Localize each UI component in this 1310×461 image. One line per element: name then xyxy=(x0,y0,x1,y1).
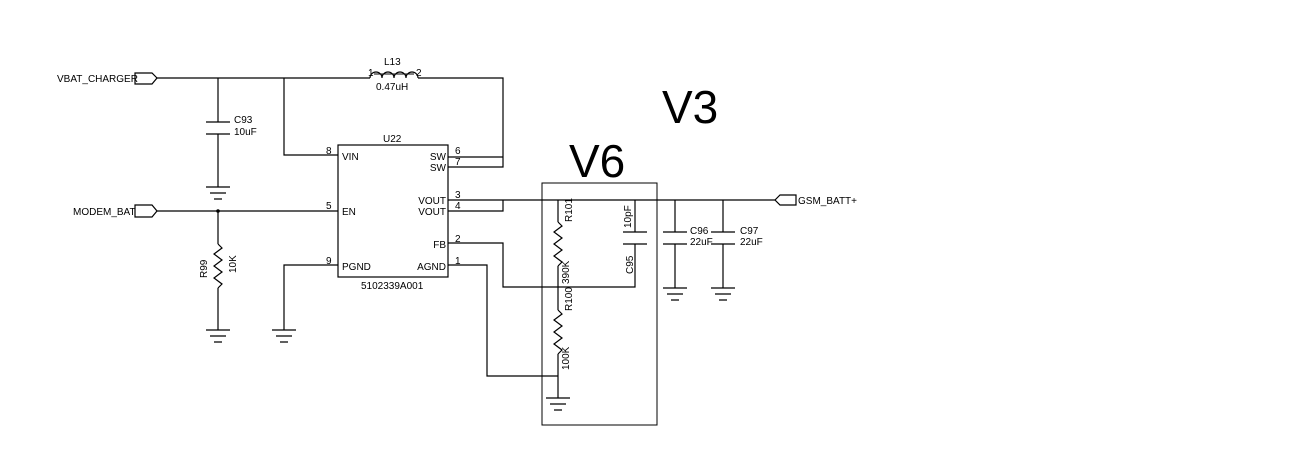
pin-name-fb: FB xyxy=(433,240,446,251)
annotation-v3: V3 xyxy=(662,81,718,133)
ground-symbol-c97 xyxy=(711,287,735,301)
c96-value: 22uF xyxy=(690,237,713,248)
wire-l13-to-sw xyxy=(418,77,504,157)
pin-name-sw6: SW xyxy=(430,152,447,163)
pin-num-vin: 8 xyxy=(326,146,332,157)
wire-sw-pins xyxy=(448,156,504,168)
pin-num-agnd: 1 xyxy=(455,256,461,267)
r99-ref: R99 xyxy=(199,259,210,278)
c93-ref: C93 xyxy=(234,115,253,126)
wire-pgnd xyxy=(283,264,338,330)
resistor-r101: R101 390K xyxy=(553,198,575,284)
ground-symbol-divider xyxy=(546,397,570,411)
capacitor-c95: 10pF C95 xyxy=(623,205,647,274)
wire-agnd xyxy=(448,264,558,377)
pin-num-sw7: 7 xyxy=(455,157,461,168)
c93-value: 10uF xyxy=(234,127,257,138)
r100-ref: R100 xyxy=(564,287,575,311)
pin-num-fb: 2 xyxy=(455,234,461,245)
resistor-r100: R100 100K xyxy=(553,287,575,370)
pin-name-sw7: SW xyxy=(430,163,447,174)
capacitor-c96: C96 22uF xyxy=(663,226,713,248)
c97-ref: C97 xyxy=(740,226,759,237)
u22-ref: U22 xyxy=(383,134,402,145)
net-label-modem-bat: MODEM_BAT xyxy=(73,207,136,218)
pin-name-pgnd: PGND xyxy=(342,262,371,273)
c95-ref: C95 xyxy=(625,255,636,274)
l13-pin2: 2 xyxy=(416,68,422,79)
pin-num-pgnd: 9 xyxy=(326,256,332,267)
pin-name-agnd: AGND xyxy=(417,262,446,273)
pin-num-vout3: 3 xyxy=(455,190,461,201)
ground-symbol-r99 xyxy=(206,329,230,343)
pin-name-vin: VIN xyxy=(342,152,359,163)
pin-name-en: EN xyxy=(342,207,356,218)
r101-ref: R101 xyxy=(564,198,575,222)
net-port-modem-bat: MODEM_BAT xyxy=(73,204,158,218)
capacitor-c93: C93 10uF xyxy=(206,115,257,138)
l13-ref: L13 xyxy=(384,57,401,68)
c95-value: 10pF xyxy=(623,205,634,228)
l13-value: 0.47uH xyxy=(376,82,408,93)
ground-symbol-pgnd xyxy=(272,329,296,343)
v6-highlight-box xyxy=(541,182,658,426)
resistor-r99: R99 10K xyxy=(199,243,239,289)
net-label-gsm-batt: GSM_BATT+ xyxy=(798,196,857,207)
r99-value: 10K xyxy=(228,255,239,273)
wire-fb xyxy=(448,242,636,288)
capacitor-c97: C97 22uF xyxy=(711,226,763,248)
c97-value: 22uF xyxy=(740,237,763,248)
l13-pin1: 1 xyxy=(368,68,374,79)
r101-value: 390K xyxy=(561,260,572,284)
net-port-gsm-batt: GSM_BATT+ xyxy=(774,194,857,207)
wire-vout xyxy=(448,199,775,212)
ground-symbol-c93 xyxy=(206,186,230,200)
u22-part: 5102339A001 xyxy=(361,281,424,292)
pin-num-en: 5 xyxy=(326,201,332,212)
inductor-l13: L13 0.47uH 1 2 xyxy=(368,57,422,93)
r100-value: 100K xyxy=(561,346,572,370)
pin-name-vout3: VOUT xyxy=(418,196,446,207)
pin-num-sw6: 6 xyxy=(455,146,461,157)
wire-vin xyxy=(283,78,338,156)
c96-ref: C96 xyxy=(690,226,709,237)
net-port-vbat-charger: VBAT_CHARGER xyxy=(57,72,158,85)
ground-symbol-c96 xyxy=(663,287,687,301)
net-label-vbat-charger: VBAT_CHARGER xyxy=(57,74,138,85)
ic-u22: U22 5102339A001 VIN 8 EN 5 PGND 9 SW 6 S… xyxy=(326,134,461,292)
annotation-v6: V6 xyxy=(569,135,625,187)
pin-num-vout4: 4 xyxy=(455,201,461,212)
pin-name-vout4: VOUT xyxy=(418,207,446,218)
